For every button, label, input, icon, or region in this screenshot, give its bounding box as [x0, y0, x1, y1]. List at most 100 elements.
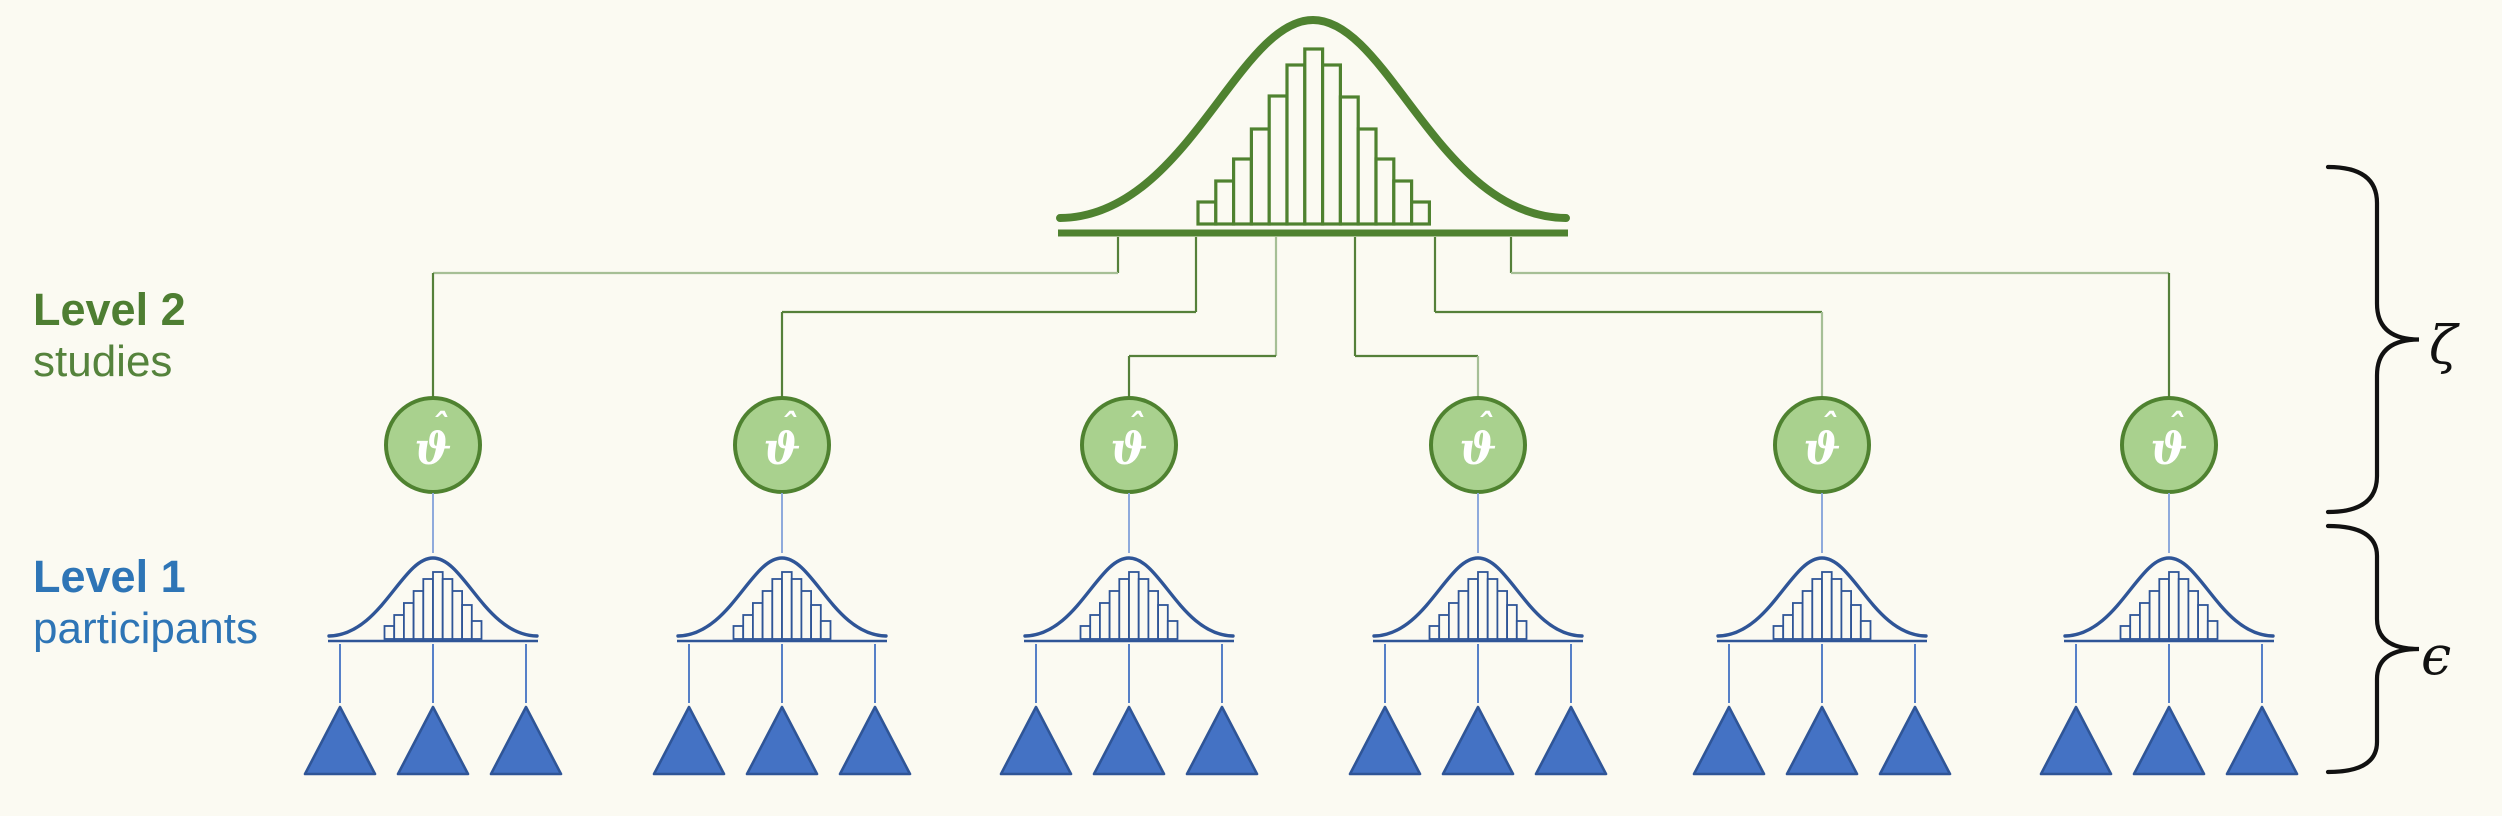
participant-triangle	[2039, 705, 2113, 776]
sample-histogram-bar	[752, 602, 764, 640]
study-circle	[733, 396, 831, 494]
sample-histogram-bar	[393, 614, 405, 640]
sample-histogram-bar	[1821, 571, 1833, 640]
participant-triangle	[1185, 705, 1259, 776]
study-theta-hat-symbol: ϑ	[1459, 424, 1496, 475]
sample-histogram-bar	[1496, 590, 1509, 640]
study-circle	[1429, 396, 1527, 494]
sample-histogram-bar	[470, 620, 483, 640]
sample-histogram-bar	[1448, 602, 1460, 640]
level1-title: Level 1	[33, 551, 186, 602]
sample-histogram-bar	[1108, 590, 1121, 640]
study-theta-hat-accent: ˆ	[432, 407, 449, 447]
sample-histogram-bar	[1099, 602, 1111, 640]
level1-label: Level 1 participants	[33, 551, 258, 655]
sample-histogram-bar	[732, 625, 745, 640]
sample-distribution-curve	[1716, 556, 1928, 638]
sample-histogram-bar	[1811, 578, 1823, 640]
sample-histogram-bar	[1467, 578, 1479, 640]
participant-triangle	[745, 705, 819, 776]
sample-histogram-bar	[1859, 620, 1872, 640]
sample-histogram-bar	[1477, 571, 1489, 640]
population-histogram-bar	[1231, 157, 1253, 226]
sample-histogram-bar	[2187, 590, 2199, 640]
sample-histogram-bar	[1782, 614, 1794, 640]
sample-distribution-curve	[2063, 556, 2275, 638]
population-histogram-bar	[1285, 63, 1307, 226]
sample-histogram-bar	[1147, 590, 1160, 640]
sample-distribution-curve	[1372, 556, 1584, 638]
sample-histogram-bar	[1118, 578, 1130, 640]
sample-histogram-bar	[2148, 590, 2161, 640]
participant-triangle	[1092, 705, 1166, 776]
sample-histogram-bar	[2168, 571, 2180, 640]
population-histogram-bar	[1214, 179, 1236, 226]
sample-histogram-bar	[1792, 602, 1804, 640]
sample-histogram-bar	[771, 578, 783, 640]
level2-title: Level 2	[33, 284, 186, 335]
participant-triangle	[838, 705, 912, 776]
study-theta-hat-symbol: ϑ	[1803, 424, 1840, 475]
sample-histogram-bar	[1157, 604, 1169, 640]
sample-histogram-bar	[1515, 620, 1528, 640]
sample-histogram-bar	[1506, 604, 1518, 640]
sample-histogram-bar	[2119, 625, 2132, 640]
sample-histogram-bar	[412, 590, 425, 640]
study-theta-hat-symbol: ϑ	[763, 424, 800, 475]
sample-histogram-bar	[1137, 578, 1150, 640]
study-circle	[1080, 396, 1178, 494]
study-theta-hat-symbol: ϑ	[1110, 424, 1147, 475]
study-theta-hat-accent: ˆ	[2168, 407, 2185, 447]
population-histogram-bar	[1392, 179, 1414, 226]
level2-label: Level 2 studies	[33, 284, 186, 388]
sample-histogram-bar	[1457, 590, 1470, 640]
sample-histogram-bar	[1089, 614, 1101, 640]
sample-histogram-bar	[432, 571, 444, 640]
population-histogram-bar	[1249, 127, 1271, 226]
sample-histogram-bar	[742, 614, 754, 640]
sample-histogram-bar	[461, 604, 473, 640]
participant-triangle	[1441, 705, 1515, 776]
sample-histogram-bar	[1772, 625, 1785, 640]
population-histogram-bar	[1338, 95, 1360, 226]
population-distribution-curve	[1056, 15, 1570, 222]
sample-histogram-bar	[819, 620, 832, 640]
study-theta-hat-accent: ˆ	[1477, 407, 1494, 447]
level1-subtitle: participants	[33, 604, 259, 653]
sample-histogram-bar	[810, 604, 822, 640]
sample-histogram-bar	[2197, 604, 2209, 640]
sample-histogram-bar	[441, 578, 454, 640]
sample-histogram-bar	[1801, 590, 1814, 640]
study-theta-hat-accent: ˆ	[1128, 407, 1145, 447]
sample-histogram-bar	[1428, 625, 1441, 640]
participant-triangle	[1878, 705, 1952, 776]
sample-histogram-bar	[2158, 578, 2170, 640]
sample-histogram-bar	[402, 602, 415, 640]
sample-histogram-bar	[1166, 620, 1179, 640]
study-theta-hat-accent: ˆ	[781, 407, 798, 447]
participant-triangle	[1785, 705, 1859, 776]
sample-histogram-bar	[790, 578, 803, 640]
sample-histogram-bar	[761, 590, 774, 640]
sample-histogram-bar	[1438, 614, 1450, 640]
sample-histogram-bar	[1079, 625, 1092, 640]
study-theta-hat-symbol: ϑ	[2150, 424, 2187, 475]
level2-subtitle: studies	[33, 337, 173, 386]
population-histogram-bar	[1356, 127, 1378, 226]
sample-distribution-curve	[327, 556, 539, 638]
sample-histogram-bar	[781, 571, 793, 640]
sample-histogram-bar	[800, 590, 813, 640]
sample-histogram-bar	[451, 590, 463, 640]
sample-histogram-bar	[1486, 578, 1499, 640]
participant-triangle	[303, 705, 377, 776]
study-circle	[1773, 396, 1871, 494]
sample-histogram-bar	[1128, 571, 1140, 640]
sample-histogram-bar	[2129, 614, 2141, 640]
sample-histogram-bar	[422, 578, 434, 640]
participant-triangle	[999, 705, 1073, 776]
population-histogram-bar	[1409, 200, 1431, 226]
sample-distribution-curve	[1023, 556, 1235, 638]
population-histogram-bar	[1303, 47, 1325, 226]
